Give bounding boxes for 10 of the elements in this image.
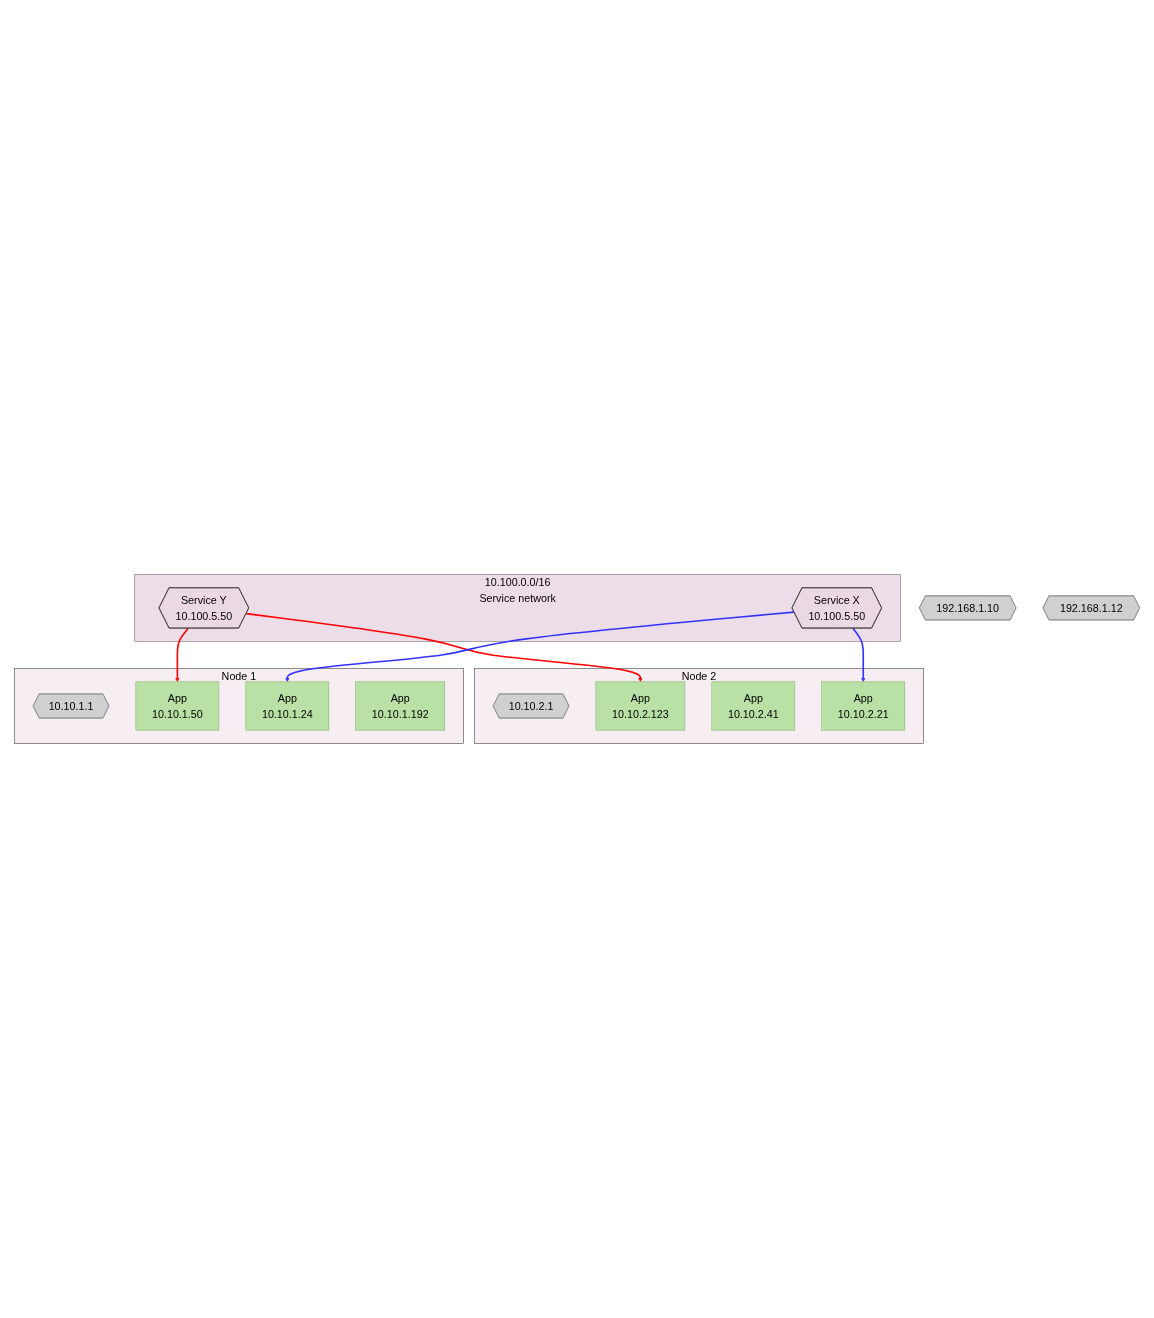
node-box: App 10.10.2.21	[821, 681, 906, 731]
node-box: App 10.10.1.50	[135, 681, 220, 731]
node-box: App 10.10.2.41	[711, 681, 796, 731]
node-box: App 10.10.2.123	[595, 681, 686, 731]
node-box: App 10.10.1.24	[245, 681, 330, 731]
node-box: App 10.10.1.192	[355, 681, 446, 731]
arrow	[245, 612, 643, 683]
arrow	[284, 611, 795, 683]
arrow	[852, 627, 866, 683]
arrow	[175, 627, 190, 683]
